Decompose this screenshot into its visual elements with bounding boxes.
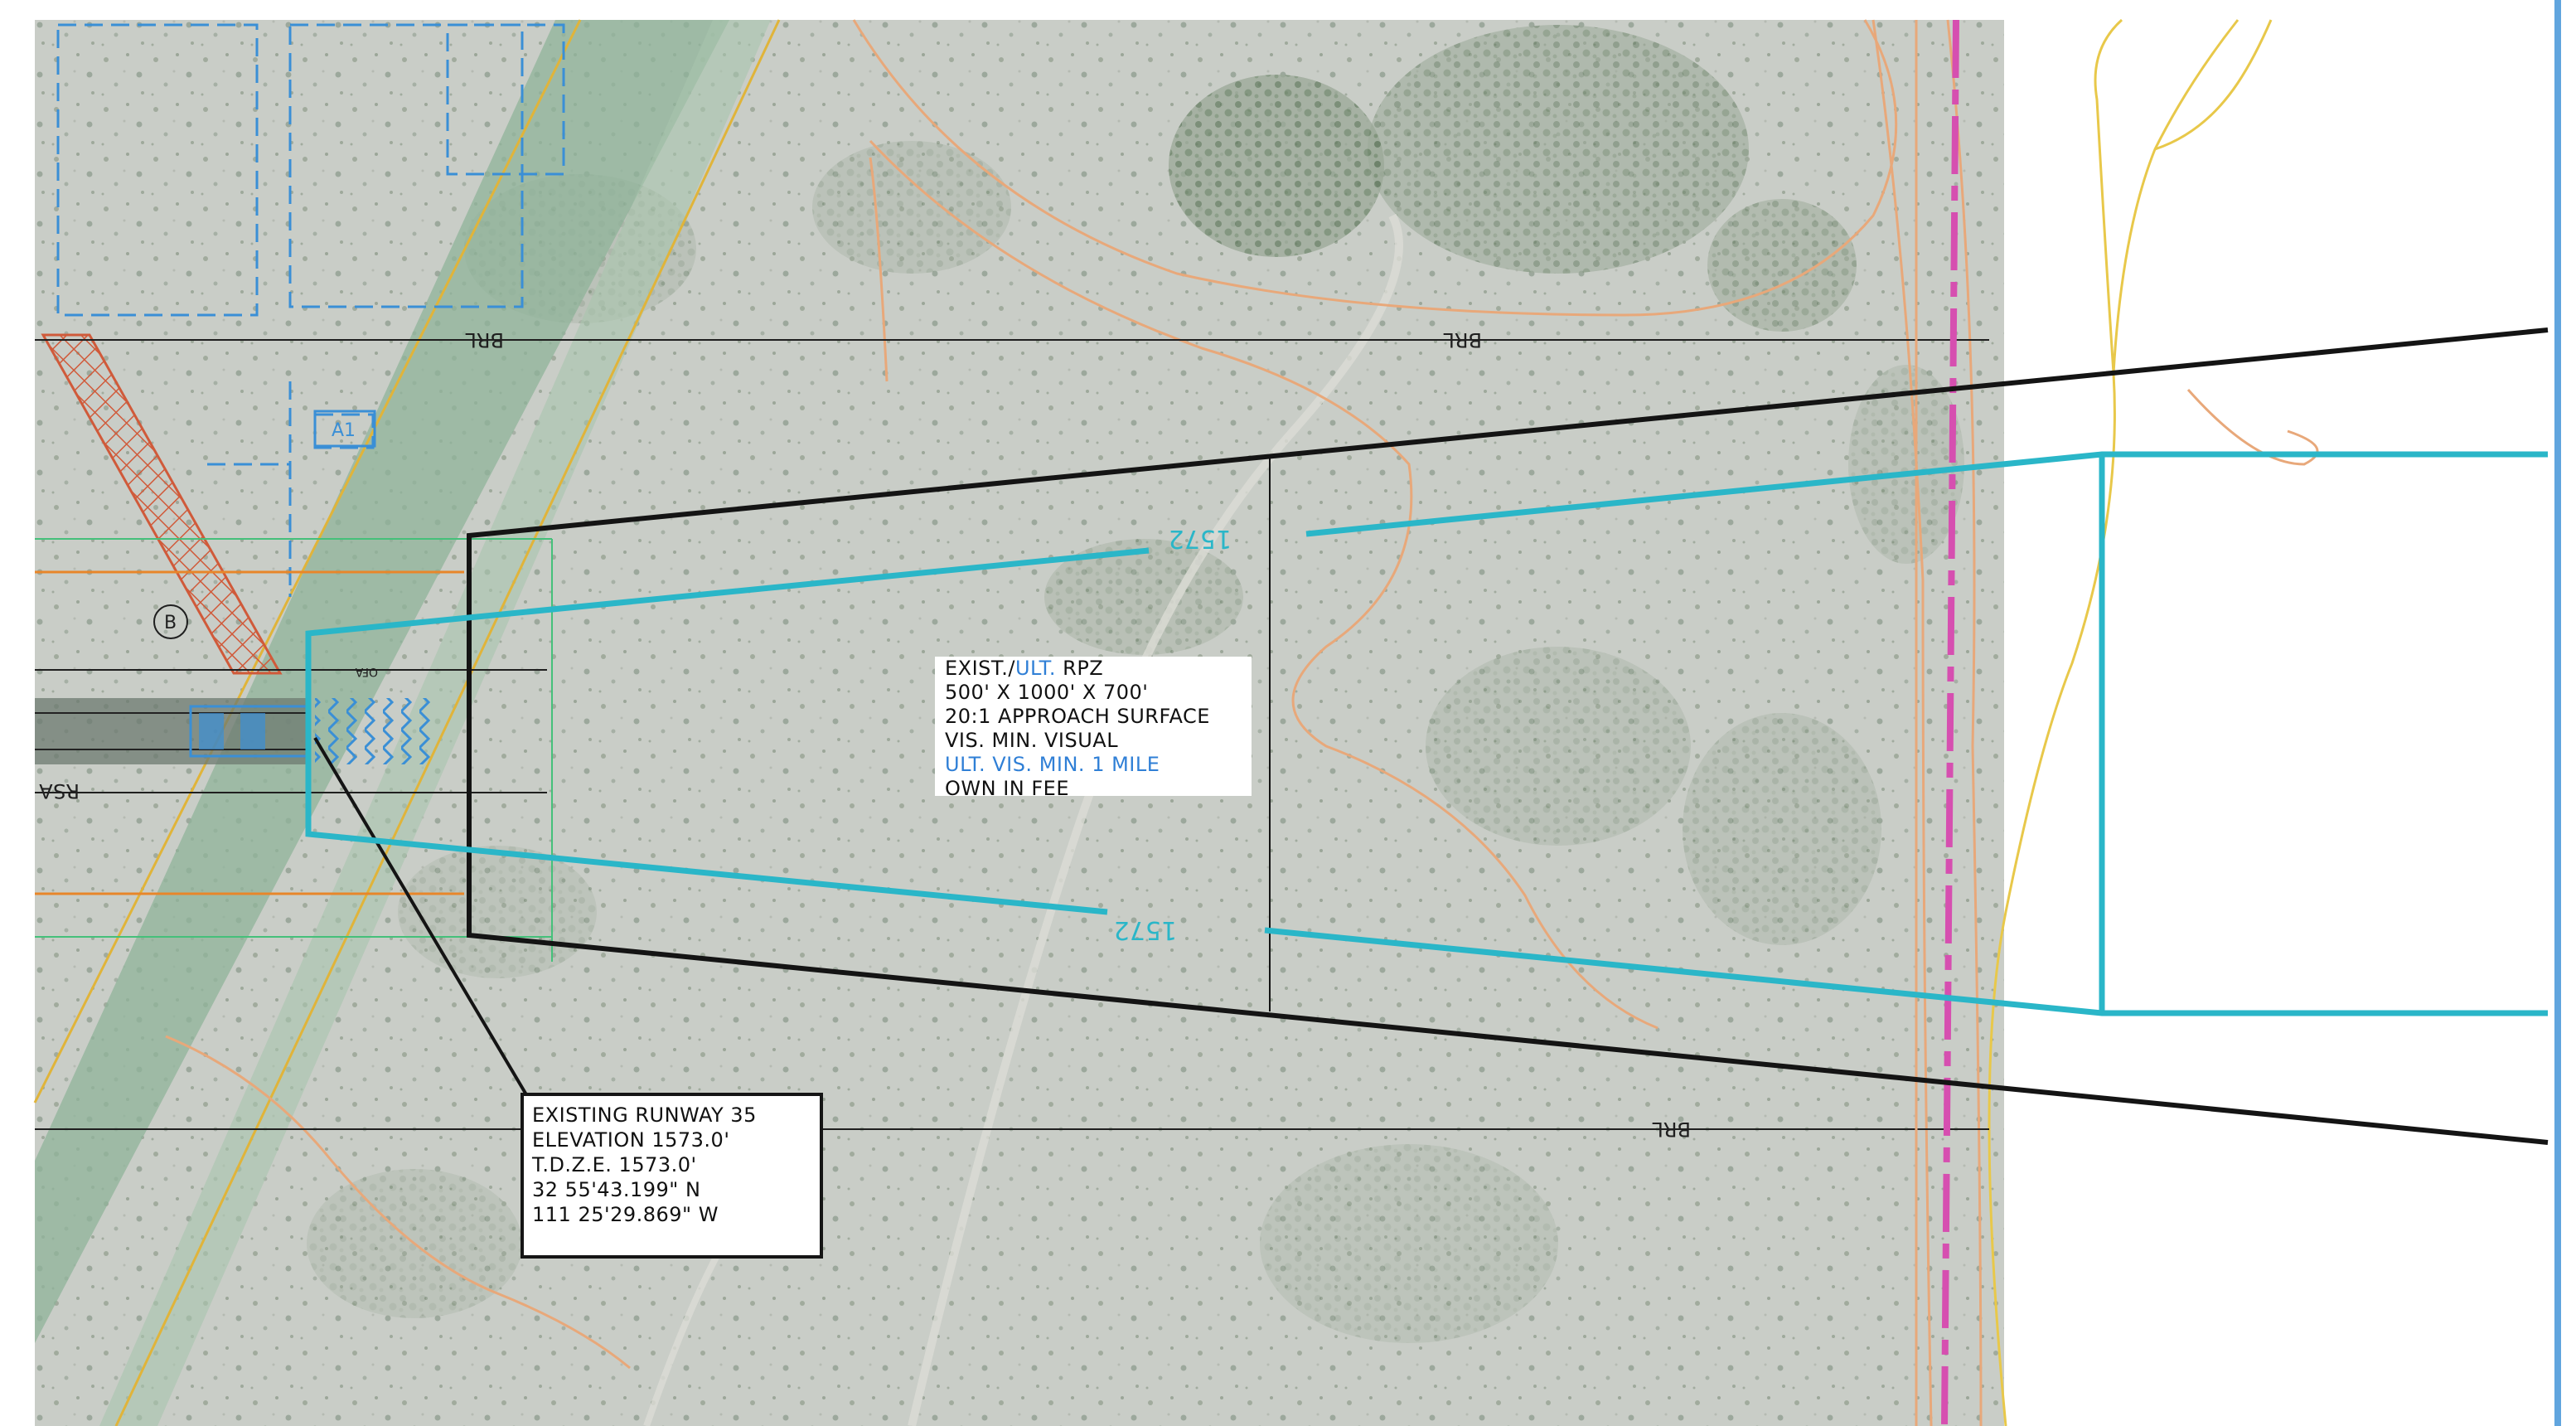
rpz-title-line: EXIST./ULT. RPZ (945, 657, 1242, 681)
contour-label-top: 1572 (1169, 524, 1232, 553)
rpz-title-ult: ULT. (1014, 657, 1057, 680)
ultimate-rpz-outline (305, 451, 2548, 1016)
rpz-visibility-minimum: VIS. MIN. VISUAL (945, 729, 1119, 752)
runway-latitude: 32 55'43.199" N (532, 1178, 701, 1201)
drainage-lines (1988, 18, 2273, 1426)
rpz-title-suffix: RPZ (1056, 657, 1104, 680)
safety-area-lines (35, 538, 553, 962)
reference-circle (153, 604, 188, 639)
property-line (1915, 19, 1959, 1426)
approach-surface (467, 327, 2549, 1145)
hatched-object-area (41, 333, 283, 675)
rpz-approach-surface: 20:1 APPROACH SURFACE (945, 705, 1210, 728)
runway-longitude: 111 25'29.869" W (532, 1203, 719, 1226)
sheet-border (2554, 0, 2561, 1426)
runway-end (35, 698, 431, 764)
taxiway-strip (33, 19, 781, 1426)
map-labels: BRL BRL BRL RSA OFA 1572 1572 B A1 (39, 328, 1691, 1141)
rpz-ownership: OWN IN FEE (945, 777, 1069, 800)
runway-name: EXISTING RUNWAY 35 (532, 1103, 757, 1127)
rpz-ultimate-visibility: ULT. VIS. MIN. 1 MILE (945, 753, 1160, 776)
rpz-title-prefix: EXIST./ (945, 657, 1015, 680)
brl-label-top-left: BRL (465, 328, 504, 352)
brl-label-top-right: BRL (1443, 328, 1482, 352)
runway-label-box: EXISTING RUNWAY 35 ELEVATION 1573.0' T.D… (521, 1093, 823, 1259)
ofa-label: OFA (355, 665, 378, 678)
runway-tdze: T.D.Z.E. 1573.0' (532, 1153, 697, 1176)
circle-label: B (164, 613, 177, 633)
rpz-label-box: EXIST./ULT. RPZ 500' X 1000' X 700' 20:1… (935, 657, 1252, 800)
tag-label: A1 (332, 420, 356, 441)
building-outlines (56, 23, 565, 597)
runway-leader-line (313, 736, 529, 1098)
tag-box (313, 410, 376, 448)
rsa-label: RSA (39, 779, 80, 803)
contour-label-bottom: 1572 (1114, 915, 1177, 944)
brl-label-bottom: BRL (1652, 1118, 1691, 1141)
aerial-imagery (35, 20, 2004, 1426)
building-restriction-lines (35, 339, 1989, 1130)
contour-lines (165, 19, 2319, 1426)
runway-elevation: ELEVATION 1573.0' (532, 1128, 730, 1152)
rpz-dimensions: 500' X 1000' X 700' (945, 681, 1149, 704)
